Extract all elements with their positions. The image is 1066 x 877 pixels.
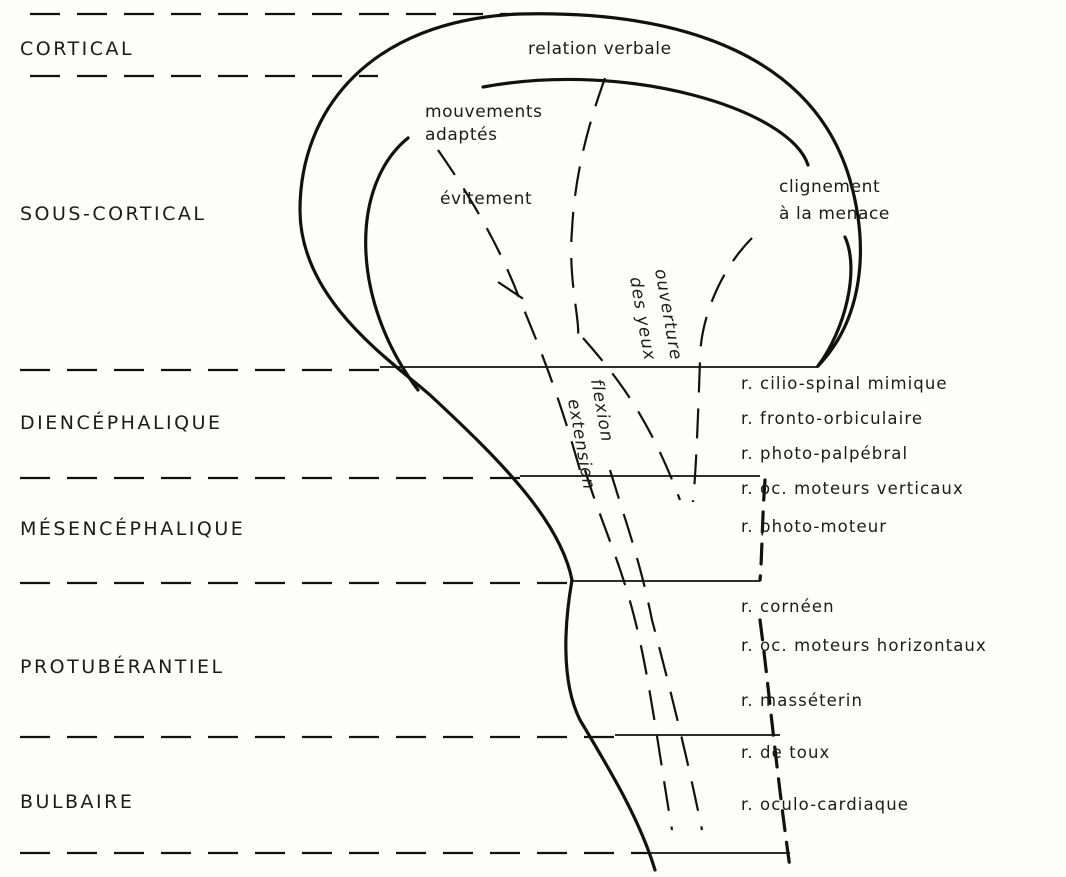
level-mesencephalique: MÉSENCÉPHALIQUE [20, 517, 245, 540]
reflex-photo-moteur: r. photo-moteur [741, 517, 887, 536]
level-protuberantiel: PROTUBÉRANTIEL [20, 655, 225, 678]
reflex-labels: r. cilio-spinal mimique r. fronto-orbicu… [741, 374, 987, 814]
level-cortical: CORTICAL [20, 38, 134, 60]
brain-outline-inner-left [366, 138, 418, 390]
label-clignement: clignement [779, 177, 880, 197]
label-evitement: évitement [440, 189, 532, 209]
reflex-corneen: r. cornéen [741, 597, 835, 616]
reflex-oc-horizontaux: r. oc. moteurs horizontaux [741, 636, 987, 655]
label-adaptes: adaptés [425, 125, 498, 145]
reflex-toux: r. de toux [741, 743, 830, 762]
level-labels: CORTICAL SOUS-CORTICAL DIENCÉPHALIQUE MÉ… [20, 38, 245, 813]
brain-outline-inner [483, 79, 808, 165]
reflex-oculo-cardiaque: r. oculo-cardiaque [741, 795, 909, 814]
pathway-relation-verbale [571, 78, 605, 335]
label-flexion: flexion [586, 377, 617, 444]
pathway-extension [610, 470, 702, 830]
pathway-evitement-tick [498, 282, 525, 300]
level-diencephalique: DIENCÉPHALIQUE [20, 411, 223, 434]
reflex-photo-palpebral: r. photo-palpébral [741, 444, 908, 463]
label-relation-verbale: relation verbale [528, 39, 672, 59]
reflex-oc-verticaux: r. oc. moteurs verticaux [741, 479, 964, 498]
level-bulbaire: BULBAIRE [20, 791, 134, 813]
label-mouvements: mouvements [425, 102, 543, 122]
level-sous-cortical: SOUS-CORTICAL [20, 203, 206, 225]
reflex-masseterin: r. masséterin [741, 691, 863, 710]
reflex-cilio-spinal: r. cilio-spinal mimique [741, 374, 948, 393]
label-a-la-menace: à la menace [779, 204, 890, 224]
reflex-fronto-orbiculaire: r. fronto-orbiculaire [741, 409, 923, 428]
